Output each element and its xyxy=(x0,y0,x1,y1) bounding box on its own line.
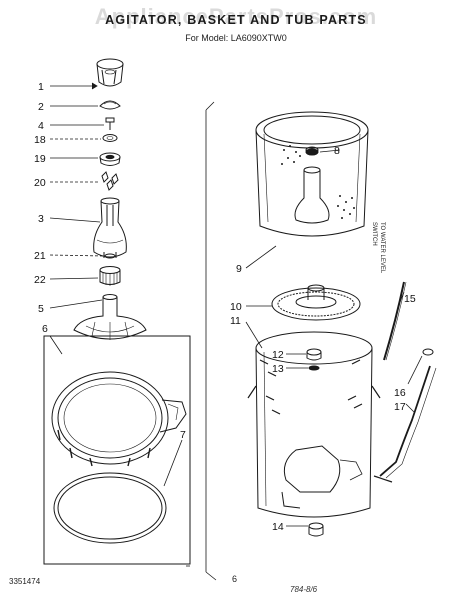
callout-4: 4 xyxy=(38,120,44,132)
callout-19: 19 xyxy=(34,153,46,165)
callout-6: 6 xyxy=(42,323,48,335)
callout-3: 3 xyxy=(38,213,44,225)
part-9-basket xyxy=(255,111,369,237)
water-level-note-line-2: SWITCH xyxy=(371,222,377,246)
callout-20: 20 xyxy=(34,177,46,189)
callout-17: 17 xyxy=(394,401,406,413)
part-4-bolt xyxy=(105,117,115,130)
part-5-agitator-base xyxy=(73,294,147,340)
callout-13: 13 xyxy=(272,363,284,375)
document-number: 3351474 xyxy=(9,577,41,586)
part-11-tub xyxy=(247,331,381,518)
callout-16: 16 xyxy=(394,387,406,399)
part-20-dogs xyxy=(101,171,119,191)
part-6-box xyxy=(43,335,191,565)
callout-14: 14 xyxy=(272,521,284,533)
water-level-note-line-1: TO WATER LEVEL xyxy=(379,222,385,274)
callout-1: 1 xyxy=(38,81,44,93)
part-2-cap-cover xyxy=(99,100,121,110)
part-19-cam xyxy=(99,152,121,166)
part-7-gasket xyxy=(53,472,167,544)
callout-leaders xyxy=(49,82,423,527)
callout-numbers: 1 2 4 18 19 20 3 21 22 5 6 7 8 9 10 11 1… xyxy=(34,81,416,533)
water-level-note: TO WATER LEVEL SWITCH xyxy=(371,222,412,302)
callout-22: 22 xyxy=(34,274,46,286)
handwritten-note: 784-8/6 xyxy=(290,585,318,594)
callout-9: 9 xyxy=(236,263,242,275)
part-14-foot xyxy=(308,522,324,537)
diagram-title: AGITATOR, BASKET AND TUB PARTS xyxy=(105,13,367,27)
callout-11: 11 xyxy=(230,315,241,327)
callout-21: 21 xyxy=(34,250,46,262)
part-17-drain-hose xyxy=(373,365,437,483)
part-10-seal xyxy=(271,284,361,321)
callout-2: 2 xyxy=(38,101,44,113)
right-bracket xyxy=(205,101,217,581)
model-number: For Model: LA6090XTW0 xyxy=(185,33,287,43)
page-number: 6 xyxy=(232,574,238,584)
part-3-agitator-body xyxy=(93,197,127,258)
watermark: AppliancePartsPros.com xyxy=(94,4,378,29)
part-1-agitator-cap xyxy=(96,58,124,87)
part-22-drive-bell xyxy=(99,266,121,286)
part-8-nut xyxy=(305,146,319,156)
part-21-retainer xyxy=(104,253,116,259)
callout-15: 15 xyxy=(404,293,416,305)
part-6-balance-ring xyxy=(51,371,187,467)
callout-12: 12 xyxy=(272,349,284,361)
callout-5: 5 xyxy=(38,303,44,315)
part-12-nut xyxy=(306,348,322,361)
callout-10: 10 xyxy=(230,301,242,313)
part-18-washer xyxy=(102,134,118,142)
callout-7: 7 xyxy=(180,429,186,441)
part-13-bearing xyxy=(308,365,320,371)
part-16-clamp xyxy=(422,348,434,356)
callout-18: 18 xyxy=(34,134,46,146)
part-15-pressure-hose xyxy=(383,281,407,361)
callout-8: 8 xyxy=(334,145,340,157)
